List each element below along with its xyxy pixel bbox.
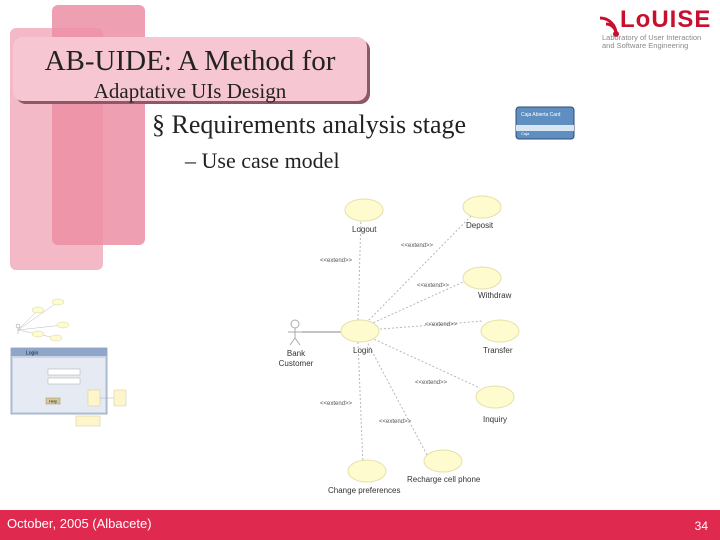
- label-login: Login: [353, 346, 373, 355]
- bank-card-image: Caja Abierta Card Caja: [515, 106, 575, 140]
- use-case-deposit: [462, 195, 502, 219]
- use-case-recharge: [423, 449, 463, 473]
- extend-label-transfer: <<extend>>: [425, 322, 458, 328]
- use-case-ellipses: [340, 195, 520, 483]
- logo-name: LoUISE: [620, 6, 712, 33]
- label-logout: Logout: [352, 225, 377, 234]
- card-sublabel: Caja: [521, 131, 530, 136]
- bullet-requirements: § Requirements analysis stage: [152, 110, 466, 140]
- label-change-preferences: Change preferences: [328, 486, 401, 495]
- login-ui-thumbnail: Login Help: [10, 298, 127, 427]
- signal-arcs-icon: [599, 16, 619, 37]
- actor-label-line2: Customer: [279, 359, 314, 368]
- use-case-inquiry: [475, 385, 515, 409]
- thumbnail-window-title: Login: [26, 351, 38, 357]
- bullet-text: Requirements analysis stage: [171, 110, 467, 139]
- logo-subtitle: Laboratory of User Interaction and Softw…: [602, 33, 702, 50]
- thumbnail-side-notes: [75, 389, 127, 427]
- extend-label-preferences: <<extend>>: [320, 401, 353, 407]
- bank-customer-actor: Bank Customer: [279, 319, 314, 368]
- use-case-change-preferences: [347, 459, 387, 483]
- use-case-diagram: Bank Customer Logout Deposit Withdraw Lo…: [279, 195, 520, 495]
- thumbnail-mini-diagram: [15, 298, 70, 342]
- label-transfer: Transfer: [483, 346, 513, 355]
- slide-title-box: AB-UIDE: A Method for Adaptative UIs Des…: [13, 37, 367, 103]
- extend-label-recharge: <<extend>>: [379, 419, 412, 425]
- label-inquiry: Inquiry: [483, 415, 507, 424]
- actor-label-line1: Bank: [287, 349, 306, 358]
- extend-relations: [357, 206, 484, 467]
- use-case-logout: [344, 198, 384, 222]
- use-case-transfer: [480, 319, 520, 343]
- extend-label-logout: <<extend>>: [320, 258, 353, 264]
- card-label: Caja Abierta Card: [521, 112, 561, 118]
- sub-bullet-marker: –: [185, 148, 196, 173]
- thumbnail-help-button: Help: [49, 399, 58, 404]
- sub-bullet-text: Use case model: [201, 148, 340, 173]
- footer-bar: October, 2005 (Albacete) 34: [0, 510, 720, 540]
- bullet-marker: §: [152, 110, 165, 139]
- label-withdraw: Withdraw: [478, 291, 512, 300]
- extend-label-withdraw: <<extend>>: [417, 283, 450, 289]
- bullet-use-case-model: – Use case model: [185, 148, 340, 174]
- label-deposit: Deposit: [466, 221, 494, 230]
- louise-logo: LoUISE Laboratory of User Interaction an…: [586, 6, 716, 52]
- footer-date: October, 2005 (Albacete): [7, 516, 152, 531]
- extend-label-inquiry: <<extend>>: [415, 380, 448, 386]
- label-recharge: Recharge cell phone: [407, 475, 481, 484]
- use-case-login: [340, 319, 380, 343]
- use-case-withdraw: [462, 266, 502, 290]
- slide-title: AB-UIDE: A Method for: [44, 45, 336, 77]
- extend-label-deposit: <<extend>>: [401, 243, 434, 249]
- page-number: 34: [694, 519, 708, 533]
- slide-subtitle: Adaptative UIs Design: [93, 79, 287, 103]
